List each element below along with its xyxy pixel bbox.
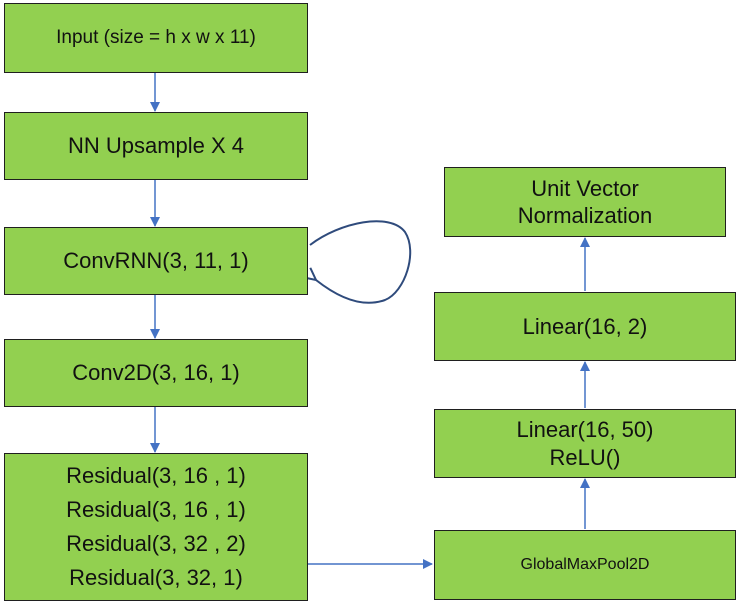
global-max-pool-label: GlobalMaxPool2D: [520, 556, 650, 573]
residual-label-4: Residual(3, 32, 1): [69, 565, 243, 591]
linear-16-2-label: Linear(16, 2): [522, 313, 648, 339]
convrnn-label: ConvRNN(3, 11, 1): [63, 248, 249, 274]
relu-label: ReLU(): [549, 444, 621, 470]
conv2d-label: Conv2D(3, 16, 1): [72, 360, 240, 386]
normalization-box: Unit Vector Normalization: [444, 167, 726, 237]
linear-16-2-box: Linear(16, 2): [434, 292, 736, 361]
linear-16-50-label: Linear(16, 50): [516, 417, 654, 442]
residual-label-3: Residual(3, 32 , 2): [66, 531, 246, 556]
input-box: Input (size = h x w x 11): [4, 3, 308, 73]
residual-stack-box: Residual(3, 16 , 1) Residual(3, 16 , 1) …: [4, 453, 308, 601]
upsample-label: NN Upsample X 4: [67, 133, 245, 159]
upsample-box: NN Upsample X 4: [4, 112, 308, 180]
normalization-label-2: Normalization: [517, 203, 653, 228]
linear-16-50-box: Linear(16, 50) ReLU(): [434, 409, 736, 478]
normalization-label-1: Unit Vector: [531, 175, 639, 201]
convrnn-box: ConvRNN(3, 11, 1): [4, 227, 308, 295]
recurrent-loop-arrow: [310, 220, 412, 304]
input-label: Input (size = h x w x 11): [56, 27, 256, 49]
conv2d-box: Conv2D(3, 16, 1): [4, 339, 308, 407]
global-max-pool-box: GlobalMaxPool2D: [434, 530, 736, 600]
residual-label-1: Residual(3, 16 , 1): [66, 462, 246, 488]
residual-label-2: Residual(3, 16 , 1): [66, 496, 246, 522]
